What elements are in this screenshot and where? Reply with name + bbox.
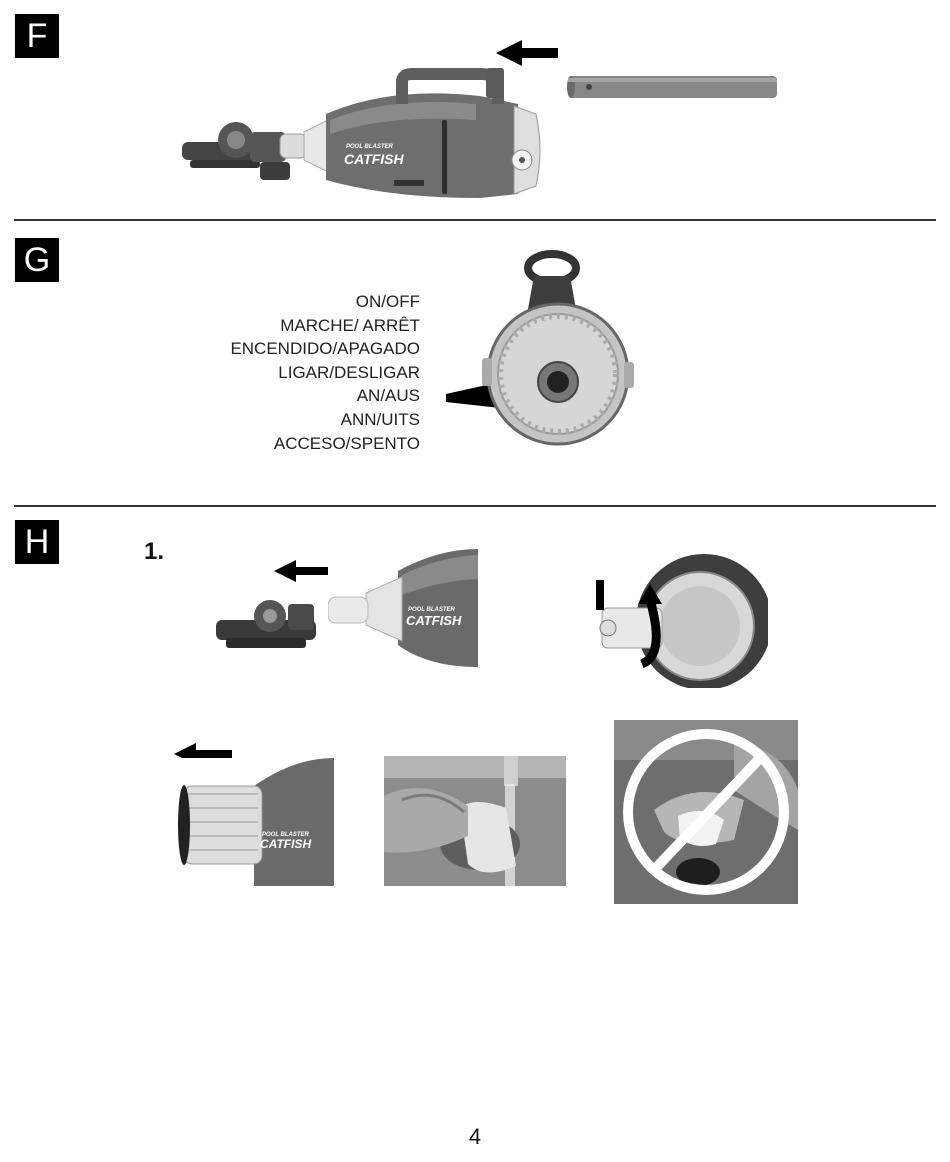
section-letter-g: G bbox=[15, 238, 59, 282]
do-not-wring-photo bbox=[614, 720, 798, 904]
section-divider bbox=[14, 505, 936, 507]
filter-rinsing-photo bbox=[384, 756, 566, 886]
extension-pole-image bbox=[565, 72, 780, 102]
brand-small-label: POOL BLASTER bbox=[346, 144, 394, 150]
page-number: 4 bbox=[450, 1124, 500, 1150]
brand-large-label: CATFISH bbox=[344, 151, 405, 167]
on-off-label: LIGAR/DESLIGAR bbox=[150, 361, 420, 385]
on-off-label: ENCENDIDO/APAGADO bbox=[150, 337, 420, 361]
on-off-label: AN/AUS bbox=[150, 384, 420, 408]
vacuum-side-view-image: POOL BLASTER CATFISH bbox=[180, 68, 545, 204]
on-off-label: ANN/UITS bbox=[150, 408, 420, 432]
vacuum-rear-view-image bbox=[478, 250, 638, 455]
section-letter-f: F bbox=[15, 14, 59, 58]
on-off-label-list: ON/OFF MARCHE/ ARRÊT ENCENDIDO/APAGADO L… bbox=[150, 290, 420, 455]
arrow-left-icon bbox=[274, 560, 330, 582]
canister-removal-image bbox=[592, 546, 768, 688]
brush-head-image bbox=[212, 592, 322, 656]
section-letter-h: H bbox=[15, 520, 59, 564]
brand-large-label: CATFISH bbox=[406, 613, 462, 628]
on-off-label: MARCHE/ ARRÊT bbox=[150, 314, 420, 338]
vacuum-nozzle-image: POOL BLASTER CATFISH bbox=[328, 549, 478, 667]
filter-removal-image: POOL BLASTER CATFISH bbox=[174, 758, 334, 886]
on-off-label: ACCESO/SPENTO bbox=[150, 432, 420, 456]
step-number: 1. bbox=[144, 538, 164, 566]
section-divider bbox=[14, 219, 936, 221]
on-off-label: ON/OFF bbox=[150, 290, 420, 314]
brand-large-label: CATFISH bbox=[260, 837, 311, 851]
arrow-left-icon bbox=[496, 40, 560, 66]
